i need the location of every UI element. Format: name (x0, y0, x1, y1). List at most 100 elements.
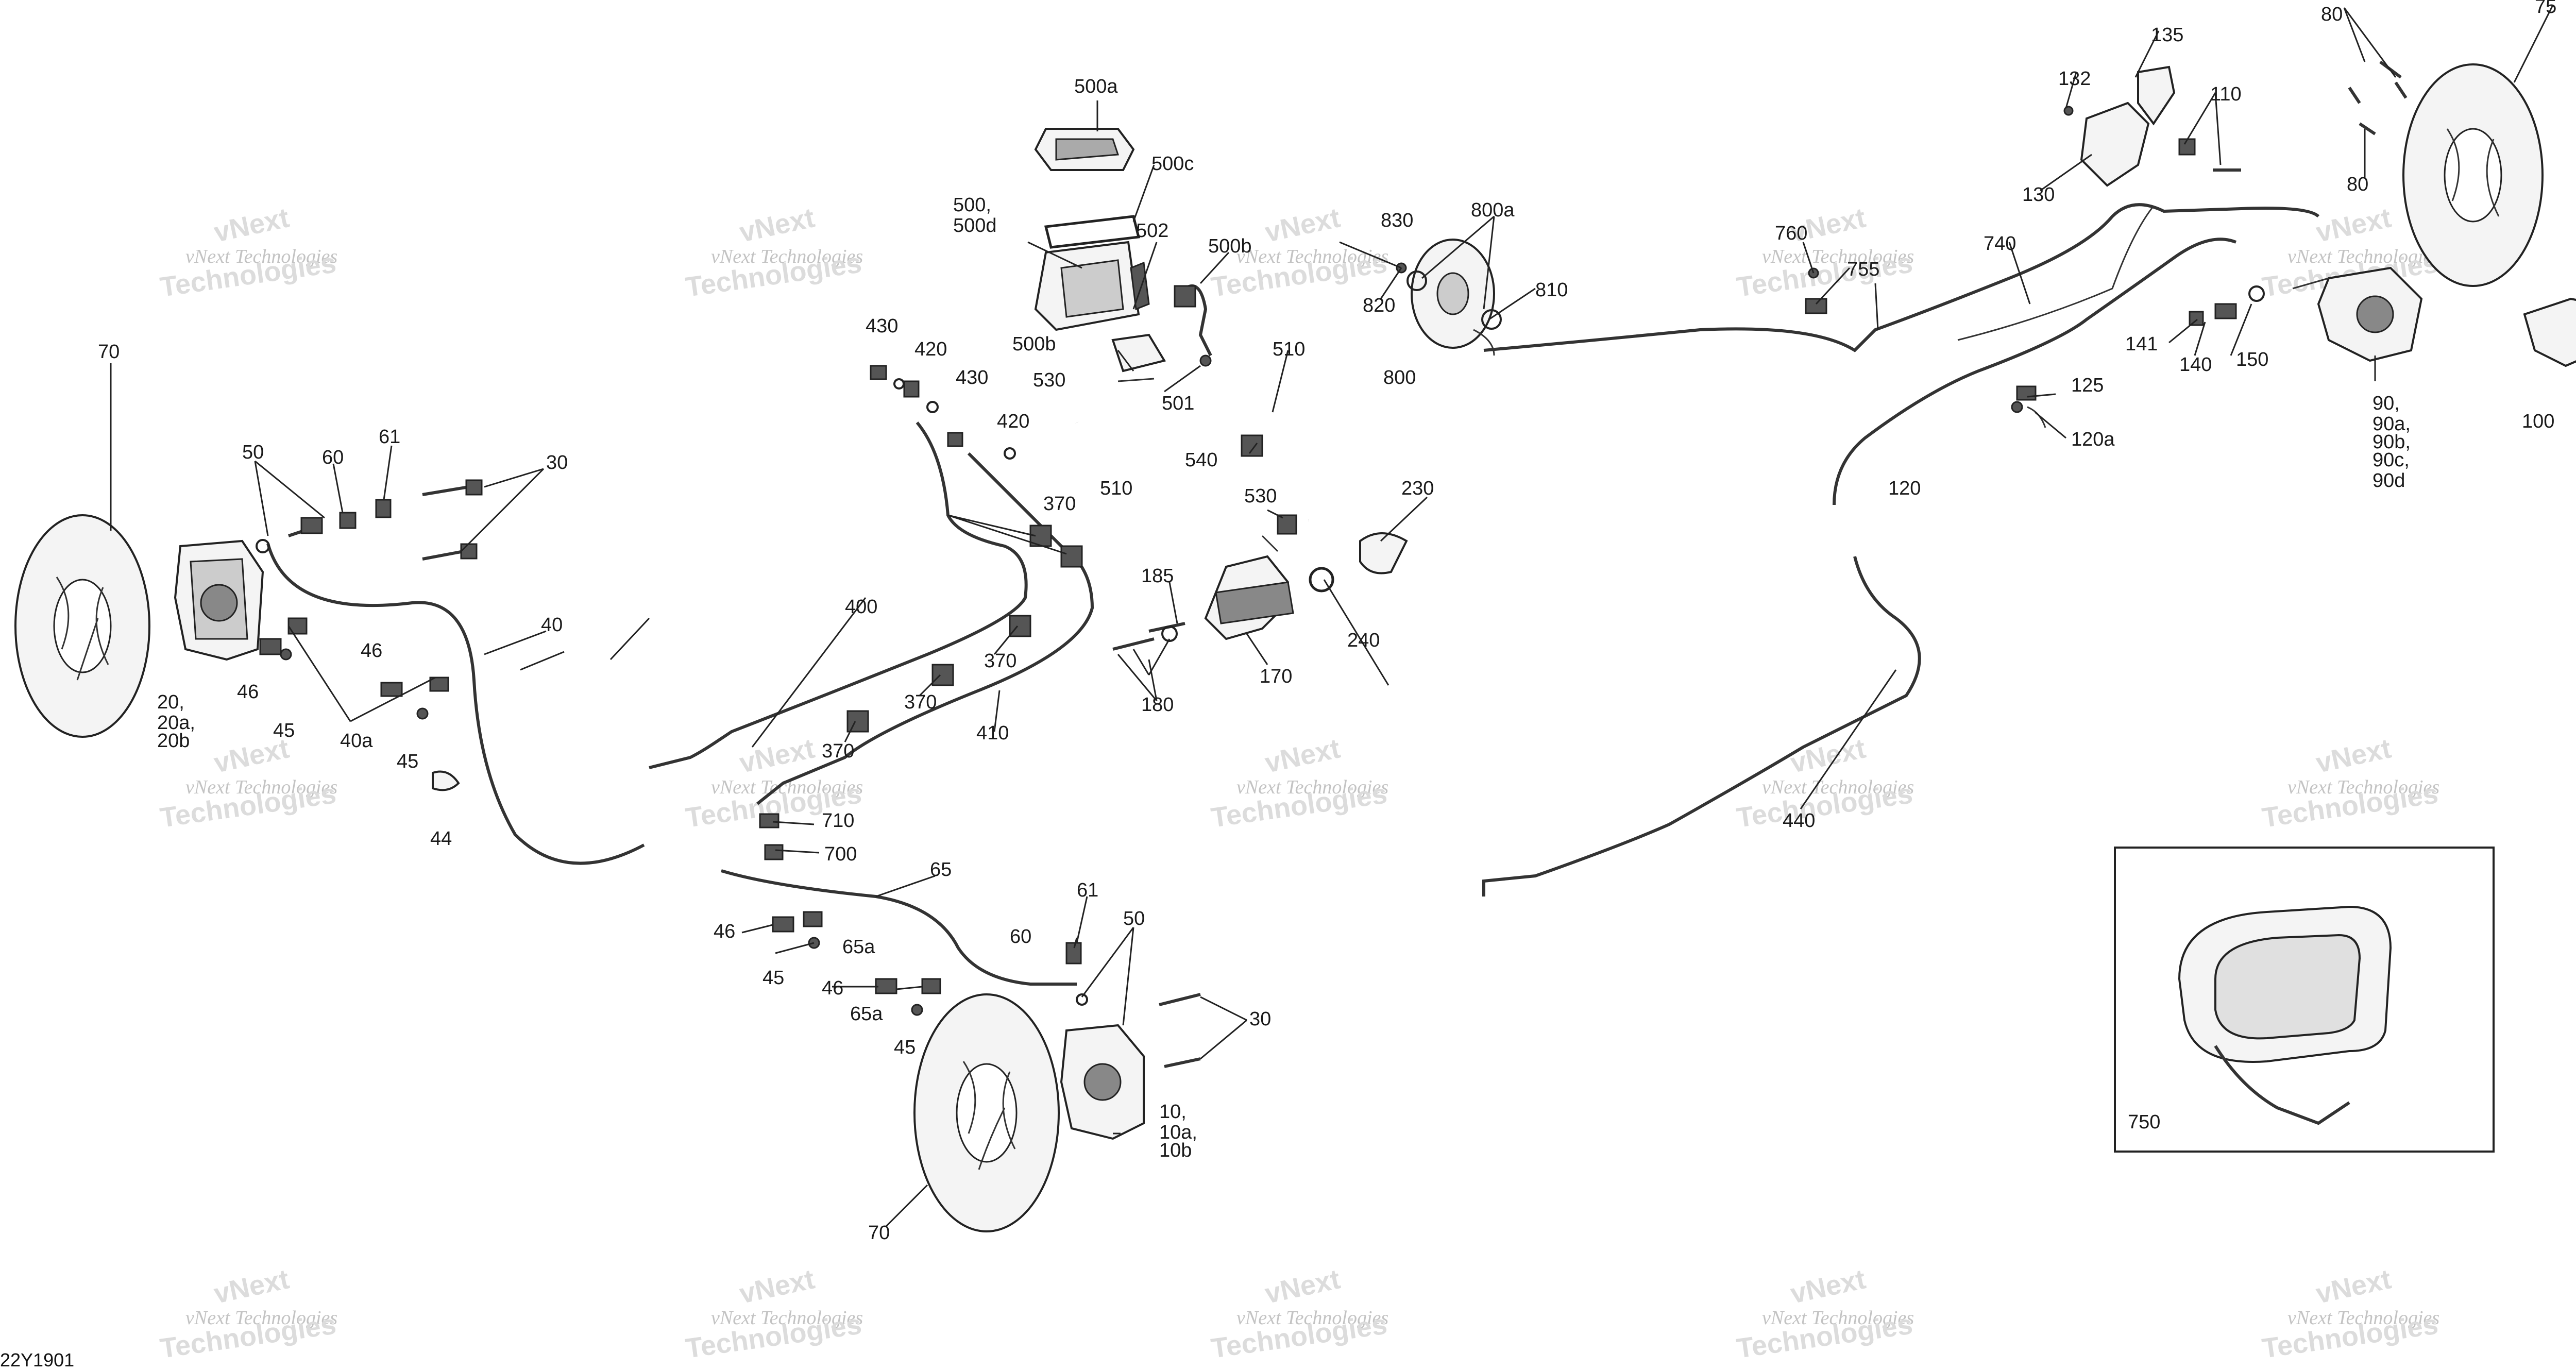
bolts-80 (2348, 60, 2408, 136)
label-45-d: 45 (894, 1037, 916, 1058)
label-60-b: 60 (1010, 926, 1031, 948)
label-20b: 20b (157, 730, 190, 752)
label-40a: 40a (340, 730, 373, 752)
rear-brake-disc-75 (2402, 63, 2544, 287)
fittings-420-430 (870, 365, 1016, 460)
label-46-d: 46 (822, 977, 843, 999)
label-500: 500, (953, 194, 991, 216)
label-800: 800 (1383, 367, 1416, 388)
label-61-a: 61 (379, 426, 400, 448)
clips-46-45-right (772, 911, 941, 1016)
label-90b: 90b, (2372, 431, 2411, 453)
label-20a: 20a, (157, 712, 195, 734)
label-45-b: 45 (397, 751, 418, 772)
label-540: 540 (1185, 449, 1217, 471)
label-170: 170 (1260, 666, 1292, 687)
clips-370 (846, 525, 1083, 733)
label-370-d: 370 (822, 740, 854, 762)
brake-line-440 (1482, 203, 2320, 897)
label-65a-2: 65a (850, 1003, 883, 1025)
fittings-140-141-150 (2016, 285, 2265, 428)
inset-box-750 (2114, 847, 2495, 1153)
label-502: 502 (1136, 220, 1168, 242)
leader-lines (110, 5, 2554, 1227)
label-510-b: 510 (1100, 478, 1132, 499)
label-45-a: 45 (273, 720, 295, 741)
front-left-caliper (174, 539, 264, 661)
bolts-30-right (1159, 993, 1201, 1068)
label-65a-1: 65a (842, 936, 875, 958)
label-420-a: 420 (914, 339, 947, 360)
label-10: 10, (1159, 1101, 1187, 1123)
label-830: 830 (1381, 210, 1413, 231)
label-90c: 90c, (2372, 449, 2410, 471)
label-430-a: 430 (866, 315, 898, 337)
label-10a: 10a, (1159, 1122, 1197, 1143)
label-61-b: 61 (1077, 879, 1098, 901)
pedal-assembly-800 (1396, 239, 1502, 356)
diagram-code: 22Y1901 (0, 1349, 74, 1370)
label-80-a: 80 (2321, 4, 2343, 25)
label-44: 44 (430, 828, 452, 850)
label-110: 110 (2210, 83, 2242, 105)
label-755: 755 (1847, 259, 1879, 280)
label-141: 141 (2125, 333, 2158, 355)
label-760: 760 (1775, 223, 1807, 244)
label-800a: 800a (1471, 199, 1515, 221)
callout-labels: 500a 500c 500, 500d 502 500b 500b 501 43… (98, 0, 2556, 1244)
label-30-a: 30 (546, 452, 568, 473)
fittings-125-120a (2011, 401, 2023, 413)
reservoir-hose-510 (1075, 408, 1343, 522)
label-132: 132 (2058, 68, 2091, 90)
fittings-50-60-61-left (256, 499, 392, 553)
label-100: 100 (2522, 411, 2554, 432)
fittings-700-710 (759, 813, 784, 860)
label-70-b: 70 (868, 1222, 890, 1244)
label-500b-bottom: 500b (1012, 333, 1056, 355)
label-140: 140 (2179, 354, 2212, 376)
label-20: 20, (157, 691, 184, 713)
brake-line-65 (721, 869, 1077, 986)
label-180: 180 (1141, 694, 1174, 716)
label-370-c: 370 (904, 691, 937, 713)
label-45-c: 45 (762, 967, 784, 989)
brake-line-40 (266, 524, 645, 865)
label-500c: 500c (1151, 153, 1194, 175)
label-500d: 500d (953, 215, 997, 236)
label-80-b: 80 (2347, 174, 2368, 195)
label-240: 240 (1347, 630, 1380, 651)
label-90: 90, (2372, 393, 2400, 414)
label-400: 400 (845, 596, 877, 618)
label-750: 750 (2128, 1111, 2160, 1133)
label-40: 40 (541, 614, 563, 636)
abs-module-500 (1034, 128, 1212, 382)
label-230: 230 (1401, 478, 1434, 499)
label-135: 135 (2151, 24, 2183, 46)
bolts-180-185 (1112, 622, 1185, 651)
bolts-30-left (422, 479, 483, 561)
label-50-b: 50 (1123, 908, 1145, 929)
label-46-a: 46 (237, 681, 259, 703)
label-710: 710 (822, 810, 854, 832)
label-370-a: 370 (1043, 493, 1076, 515)
front-right-brake-disc (913, 993, 1060, 1232)
label-125: 125 (2071, 375, 2104, 396)
label-60-a: 60 (322, 447, 344, 468)
front-left-brake-disc (14, 514, 150, 738)
rear-caliper-90 (2292, 266, 2423, 362)
label-430-b: 430 (956, 367, 988, 388)
label-185: 185 (1141, 565, 1174, 587)
label-500b-top: 500b (1208, 235, 1252, 257)
fittings-50-60-61-right (1065, 942, 1088, 1006)
label-510-a: 510 (1273, 339, 1305, 360)
label-370-b: 370 (984, 650, 1016, 672)
label-46-c: 46 (714, 921, 735, 942)
master-cylinder-170 (1204, 514, 1297, 640)
label-30-b: 30 (1249, 1008, 1271, 1030)
label-150: 150 (2236, 349, 2268, 370)
rear-bracket-130-132-135 (2063, 65, 2241, 187)
label-120: 120 (1888, 478, 1921, 499)
clips-46-45-left (259, 617, 460, 791)
label-500a: 500a (1074, 76, 1118, 97)
